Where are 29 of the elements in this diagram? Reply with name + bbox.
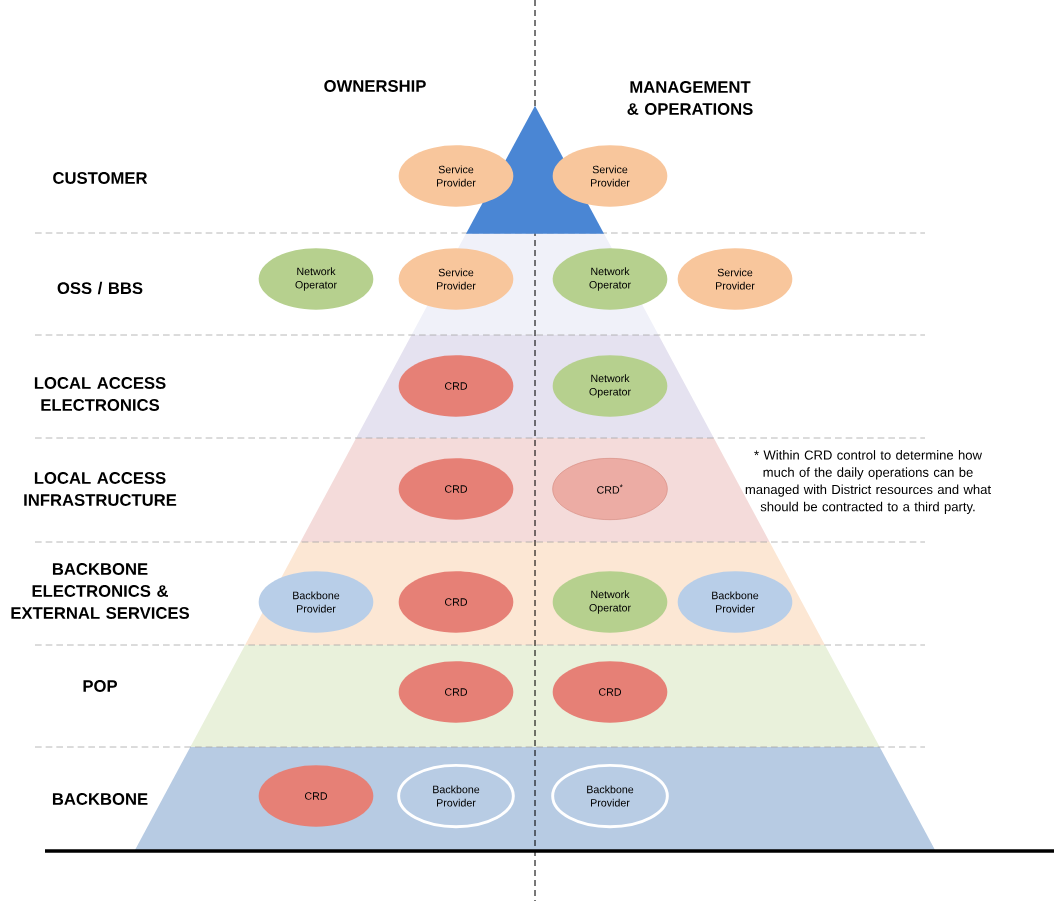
row-label: OSS / BBS (57, 281, 143, 295)
oval: CRD$^{*}$ (552, 458, 668, 520)
oval: CRD (398, 571, 514, 633)
footnote: * Within CRD control to determine how much of the daily operations can be managed with District resources and what should be contracted to a third party. (745, 450, 991, 514)
oval: CRD (258, 765, 374, 827)
row-label: BACKBONE ELECTRONICS & EXTERNAL SERVICES (11, 563, 190, 619)
oval: CRD (398, 661, 514, 723)
oval: CRD (398, 458, 514, 520)
oval: Service Provider (552, 145, 668, 207)
oval: Backbone Provider (551, 763, 669, 829)
column-heading: OWNERSHIP (324, 80, 426, 92)
row-label: LOCAL ACCESS INFRASTRUCTURE (24, 472, 177, 506)
oval: Network Operator (552, 248, 668, 310)
oval: Backbone Provider (677, 571, 793, 633)
oval: Network Operator (258, 248, 374, 310)
column-heading: MANAGEMENT & OPERATIONS (627, 81, 753, 115)
oval: Network Operator (552, 571, 668, 633)
oval: CRD (398, 355, 514, 417)
oval: CRD (552, 661, 668, 723)
oval: Service Provider (398, 248, 514, 310)
row-label: POP (83, 680, 117, 692)
oval: Service Provider (677, 248, 793, 310)
row-label: LOCAL ACCESS ELECTRONICS (34, 377, 166, 411)
row-label: CUSTOMER (53, 172, 148, 184)
oval: Service Provider (398, 145, 514, 207)
oval: Network Operator (552, 355, 668, 417)
oval: Backbone Provider (397, 763, 515, 829)
row-label: BACKBONE (52, 793, 148, 805)
oval: Backbone Provider (258, 571, 374, 633)
